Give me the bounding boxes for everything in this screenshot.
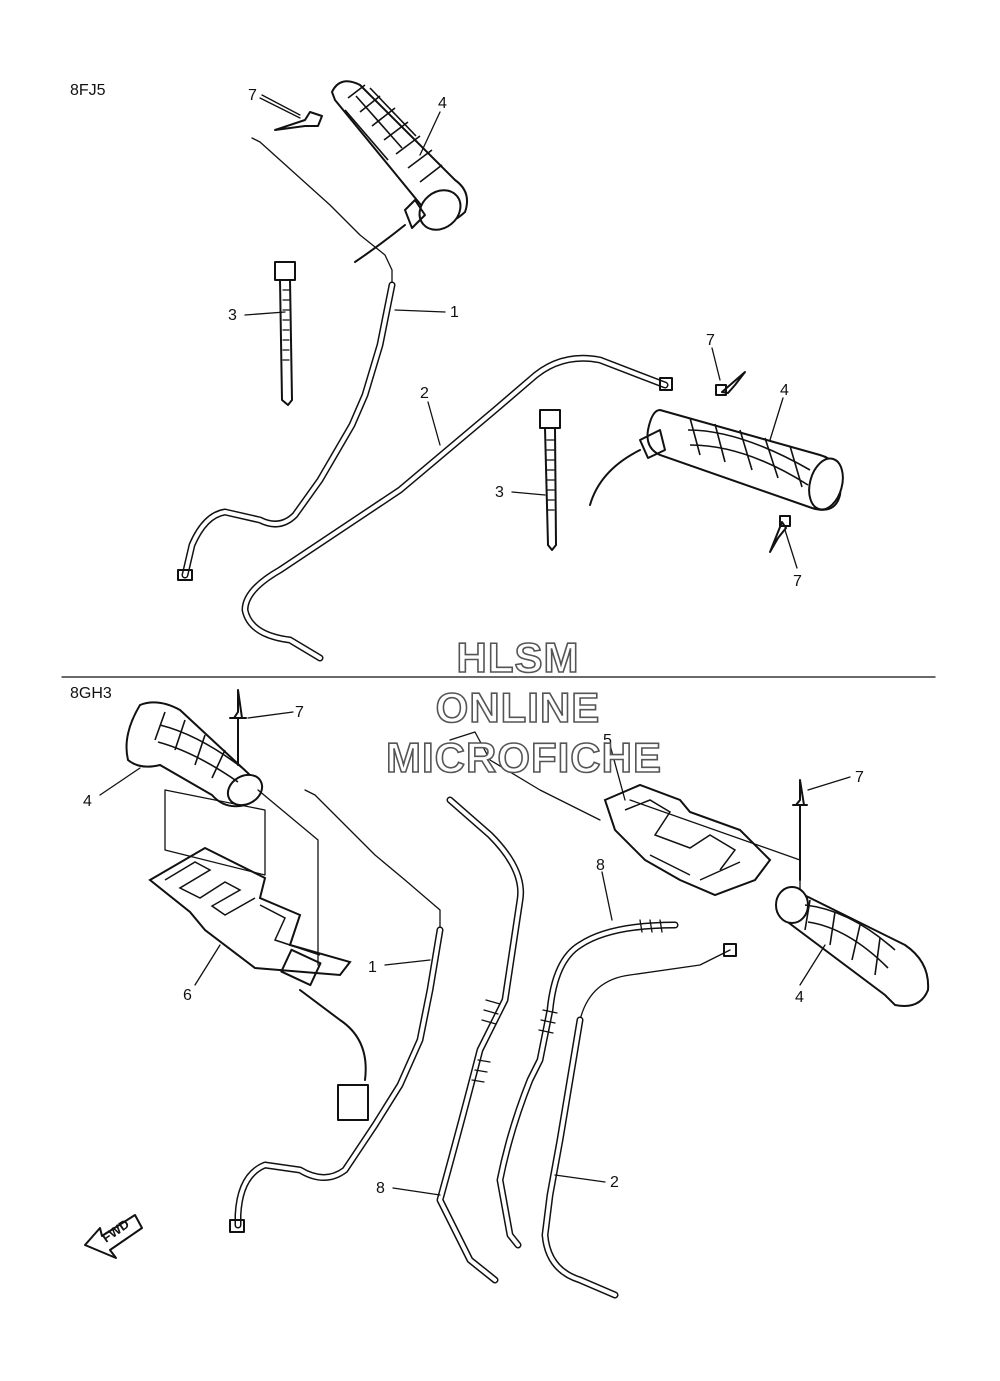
section-code-bottom: 8GH3 (70, 685, 112, 702)
handlebar-tube-long (436, 796, 525, 1284)
leader-bot-6 (194, 944, 221, 986)
grip-wire-right (589, 449, 641, 506)
handlebar-tube-short (496, 919, 679, 1249)
callout-top-7c: 7 (793, 573, 802, 590)
callout-top-3b: 3 (495, 484, 504, 501)
cable-tie-left (274, 261, 296, 406)
callout-top-7a: 7 (248, 87, 257, 104)
throttle-cable-2-top (241, 354, 673, 662)
leader-top-7b (711, 347, 721, 381)
callout-bot-6: 6 (183, 987, 192, 1004)
section-code-top: 8FJ5 (70, 82, 106, 99)
leader-bot-1 (384, 959, 431, 966)
throttle-cable-2-bottom (541, 943, 737, 1299)
callout-bot-8a: 8 (596, 857, 605, 874)
grip-right-bottom (775, 886, 930, 1007)
leader-bot-8a (601, 871, 613, 921)
leader-bot-4a (99, 767, 141, 796)
callout-bot-7b: 7 (855, 769, 864, 786)
screw-top-left (259, 97, 323, 131)
watermark-line-1: HLSM (457, 634, 580, 681)
cable-tie-right (539, 409, 561, 551)
leader-bot-4b (799, 944, 826, 986)
leader-bot-7b (807, 776, 851, 791)
screw-bottom-left (229, 689, 247, 766)
callout-bot-2: 2 (610, 1174, 619, 1191)
leader-bot-7a (247, 711, 294, 719)
callout-top-4b: 4 (780, 382, 789, 399)
leader-top-1 (394, 309, 446, 313)
grip-left-top (330, 80, 468, 231)
leader-top-7c (784, 529, 798, 569)
callout-top-4a: 4 (438, 95, 447, 112)
screw-top-right-up (715, 371, 746, 396)
callout-bot-4b: 4 (795, 989, 804, 1006)
callout-top-3a: 3 (228, 307, 237, 324)
screw-top-right-down (769, 515, 791, 553)
callout-bot-8b: 8 (376, 1180, 385, 1197)
leader-top-3a (244, 311, 286, 316)
callout-bot-1: 1 (368, 959, 377, 976)
callout-top-1: 1 (450, 304, 459, 321)
grip-right-top (639, 408, 844, 511)
leader-top-3b (511, 491, 546, 496)
watermark-line-3: MICROFICHE (386, 734, 662, 781)
watermark-line-2: ONLINE (436, 684, 601, 731)
leader-bot-5 (609, 744, 626, 801)
throttle-cable-1-bottom (229, 789, 444, 1233)
callout-bot-4a: 4 (83, 793, 92, 810)
heater-element-left (148, 789, 352, 987)
callout-bot-5: 5 (603, 732, 612, 749)
grip-wire (354, 224, 406, 263)
leader-top-4a (419, 111, 441, 156)
callout-top-7b: 7 (706, 332, 715, 349)
fwd-arrow-icon: FWD (84, 1214, 143, 1259)
leader-top-4b (769, 397, 784, 441)
leader-top-7a (261, 94, 301, 116)
screw-bottom-right (792, 779, 808, 881)
leader-top-2 (427, 401, 441, 446)
connector (299, 989, 369, 1121)
leader-bot-2 (554, 1174, 606, 1183)
grip-left-bottom (125, 701, 264, 808)
callout-bot-7a: 7 (295, 704, 304, 721)
leader-bot-8b (392, 1187, 441, 1196)
callout-top-2: 2 (420, 385, 429, 402)
throttle-cable-1-top (177, 137, 396, 581)
